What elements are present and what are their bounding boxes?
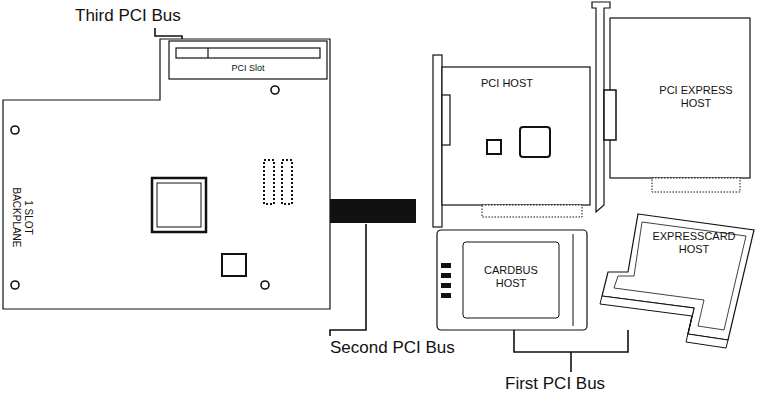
node-label: CARDBUS HOST (470, 264, 552, 289)
slot-key (207, 48, 208, 58)
card-bracket (433, 55, 442, 227)
chip (487, 140, 501, 154)
small-chip (222, 254, 246, 276)
bus-label: Second PCI Bus (328, 338, 457, 358)
mounting-hole (11, 126, 19, 134)
node-text-box: CARDBUS HOST (470, 264, 552, 294)
node-label: EXPRESSCARD HOST (646, 230, 742, 255)
pci-slot: PCI Slot (168, 40, 328, 80)
bracket (570, 352, 572, 372)
backplane-board: 1 SLOT BACKPLANE PCI Slot (2, 38, 332, 310)
card-board (442, 67, 590, 205)
bridge-chip (152, 178, 206, 232)
node-label: PCI Slot (198, 63, 298, 73)
expresscard-host-card: EXPRESSCARD HOST (598, 212, 758, 352)
card-contact (441, 263, 451, 268)
chip (520, 127, 550, 157)
card-contact (441, 293, 451, 298)
cable (322, 199, 416, 223)
bracket (514, 330, 628, 352)
mounting-hole (11, 281, 19, 289)
bridge-chip (157, 183, 201, 227)
card-contact (441, 283, 451, 288)
bus-label: Third PCI Bus (73, 6, 183, 26)
card-body-edge (600, 296, 728, 348)
pci-express-host-card: PCI EXPRESS HOST (590, 0, 755, 215)
node-text-box: EXPRESSCARD HOST (646, 230, 742, 260)
node-label: 1 SLOT BACKPLANE (11, 187, 34, 249)
edge-connector (652, 178, 740, 192)
mounting-hole (271, 86, 279, 94)
card-body (602, 214, 754, 340)
resistor-pack (264, 160, 274, 204)
leader-line (330, 224, 366, 336)
bus-label: First PCI Bus (503, 374, 607, 394)
resistor-pack (282, 160, 292, 204)
card-contact (441, 273, 451, 278)
node-text-box: PCI Slot (198, 63, 298, 77)
slot-opening (176, 48, 320, 58)
mounting-hole (261, 281, 269, 289)
pci-host-card: PCI HOST (432, 55, 594, 230)
card-label-area (614, 222, 746, 330)
board-outline (3, 39, 330, 309)
node-text-box: 1 SLOT BACKPLANE (2, 178, 42, 258)
node-outline (590, 0, 755, 215)
card-edge (573, 234, 574, 326)
edge-connector (482, 205, 582, 217)
cardbus-host-card: CARDBUS HOST (435, 228, 590, 333)
node-text-box: PCI HOST (472, 77, 542, 107)
port-connector (442, 95, 450, 145)
node-text-box: PCI EXPRESS HOST (648, 84, 744, 114)
node-label: PCI HOST (472, 77, 542, 90)
node-outline (168, 40, 328, 80)
card-label-area (463, 242, 559, 318)
node-label: PCI EXPRESS HOST (648, 84, 744, 109)
card-body (437, 230, 587, 330)
port-connector (604, 90, 616, 140)
card-board (610, 18, 750, 178)
slot-body (169, 41, 327, 79)
